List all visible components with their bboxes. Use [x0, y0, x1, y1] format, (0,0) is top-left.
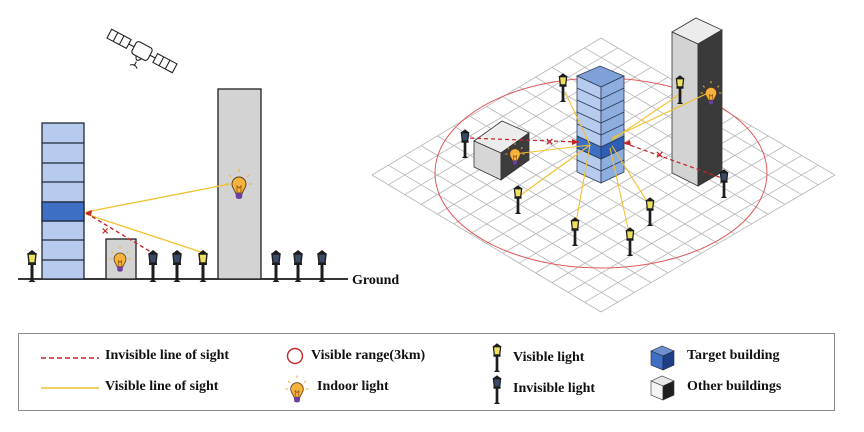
sight-lines-2d: × [85, 183, 231, 253]
legend-visible-line: Visible line of sight [105, 379, 219, 394]
floor-line [576, 87, 625, 100]
satellite-icon [106, 28, 178, 74]
tall-building-2d [217, 88, 262, 280]
target-building-2d [41, 122, 85, 280]
target-building-3d [576, 65, 625, 184]
grid-line [420, 145, 652, 283]
floor-line [576, 123, 625, 136]
legend-indoor-light: Indoor light [317, 379, 389, 394]
circle-icon [286, 347, 304, 365]
grid-line [551, 145, 786, 283]
svg-text:×: × [101, 226, 109, 237]
ground-label: Ground [352, 273, 400, 288]
bulb-icon [284, 374, 310, 404]
svg-text:×: × [545, 135, 554, 148]
legend-invisible-line: Invisible line of sight [105, 348, 230, 363]
lamp-visible-icon [491, 342, 503, 373]
grid-line [584, 164, 819, 303]
other-building-tall-3d [671, 17, 723, 187]
floor-line [576, 111, 625, 124]
blocked-marks-3d: × × [545, 135, 664, 161]
grid-line [388, 164, 618, 303]
legend-other-buildings: Other buildings [687, 379, 782, 394]
visible-line-swatch [41, 387, 99, 389]
invisible-lines-3d [466, 137, 723, 179]
small-building-2d [105, 238, 137, 280]
grid-line [404, 155, 635, 293]
legend: Invisible line of sight Visible line of … [18, 333, 835, 411]
floor-line [576, 99, 625, 112]
svg-text:×: × [655, 148, 664, 161]
grid-line [600, 174, 836, 313]
cube-blue-icon [650, 345, 675, 371]
legend-target-building: Target building [687, 348, 780, 363]
lamp-invisible-icon [491, 374, 503, 405]
sight-lines-3d [513, 91, 707, 238]
legend-visible-range: Visible range(3km) [311, 348, 426, 363]
grid-line [568, 155, 802, 293]
other-building-left-3d [473, 120, 530, 181]
invisible-line-swatch [41, 357, 99, 359]
cube-grey-icon [650, 375, 675, 401]
legend-visible-light: Visible light [513, 350, 585, 365]
floor-line [576, 159, 625, 172]
grid-line [371, 174, 602, 313]
legend-invisible-light: Invisible light [513, 381, 596, 396]
